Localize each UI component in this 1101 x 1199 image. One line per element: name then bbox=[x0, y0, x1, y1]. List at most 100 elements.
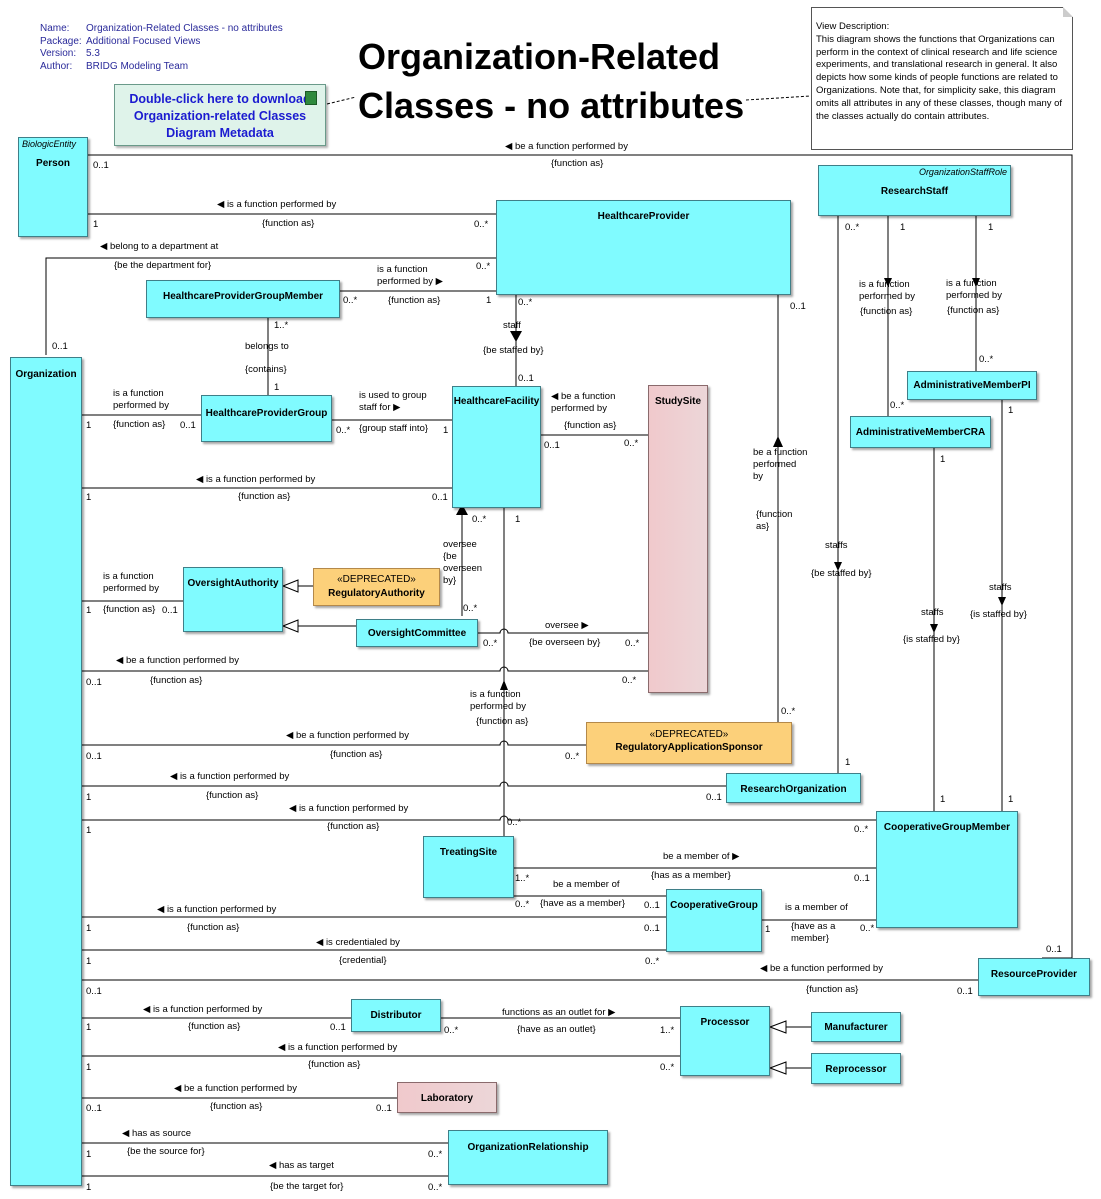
class-distributor[interactable]: Distributor bbox=[351, 999, 441, 1032]
class-hcp-group-member[interactable]: HealthcareProviderGroupMember bbox=[146, 280, 340, 318]
multiplicity: 1 bbox=[86, 923, 92, 934]
organization-name: Organization bbox=[15, 369, 77, 380]
class-healthcare-provider[interactable]: HealthcareProvider bbox=[496, 200, 791, 295]
assoc-label: is used to group staff for ▶ bbox=[359, 390, 427, 413]
class-healthcare-facility[interactable]: HealthcareFacility bbox=[452, 386, 541, 508]
multiplicity: 1 bbox=[940, 454, 946, 465]
version-value: 5.3 bbox=[86, 48, 100, 59]
assoc-label: ◀ be a function performed by bbox=[760, 963, 883, 974]
assoc-role: {have as an outlet} bbox=[517, 1024, 596, 1035]
download-line-1: Double-click here to download bbox=[129, 92, 311, 106]
laboratory-name: Laboratory bbox=[420, 1093, 474, 1104]
multiplicity: 0..* bbox=[625, 638, 640, 649]
class-organization[interactable]: Organization bbox=[10, 357, 82, 1186]
multiplicity: 0..* bbox=[507, 817, 522, 828]
assoc-label: staffs bbox=[921, 607, 944, 618]
class-resource-provider[interactable]: ResourceProvider bbox=[978, 958, 1090, 996]
multiplicity: 0..* bbox=[622, 675, 637, 686]
multiplicity: 0..* bbox=[854, 824, 869, 835]
hcp-group-member-name: HealthcareProviderGroupMember bbox=[162, 291, 324, 302]
class-coop-group[interactable]: CooperativeGroup bbox=[666, 889, 762, 952]
regulatory-authority-name: RegulatoryAuthority bbox=[328, 588, 425, 599]
assoc-role: {function as} bbox=[206, 790, 259, 801]
class-research-staff[interactable]: OrganizationStaffRole ResearchStaff bbox=[818, 165, 1011, 216]
assoc-label: ◀ is a function performed by bbox=[157, 904, 277, 915]
assoc-role: {be the source for} bbox=[127, 1146, 205, 1157]
name-key: Name: bbox=[40, 23, 70, 34]
class-reprocessor[interactable]: Reprocessor bbox=[811, 1053, 901, 1084]
assoc-label: ◀ is a function performed by bbox=[278, 1042, 398, 1053]
multiplicity: 0..* bbox=[476, 261, 491, 272]
class-manufacturer[interactable]: Manufacturer bbox=[811, 1012, 901, 1042]
multiplicity: 0..1 bbox=[432, 492, 448, 503]
assoc-role: {function as} bbox=[551, 158, 604, 169]
multiplicity: 0..1 bbox=[93, 160, 109, 171]
assoc-label: oversee ▶ bbox=[545, 620, 589, 631]
reprocessor-name: Reprocessor bbox=[825, 1064, 887, 1075]
person-name: Person bbox=[36, 158, 70, 169]
class-hcp-group[interactable]: HealthcareProviderGroup bbox=[201, 395, 332, 442]
multiplicity: 1 bbox=[86, 956, 92, 967]
class-research-organization[interactable]: ResearchOrganization bbox=[726, 773, 861, 803]
admin-member-cra-name: AdministrativeMemberCRA bbox=[855, 427, 986, 438]
class-laboratory[interactable]: Laboratory bbox=[397, 1082, 497, 1113]
class-reg-app-sponsor[interactable]: «DEPRECATED» RegulatoryApplicationSponso… bbox=[586, 722, 792, 764]
coop-group-member-name: CooperativeGroupMember bbox=[883, 822, 1011, 833]
download-metadata-link[interactable]: Double-click here to download Organizati… bbox=[114, 84, 326, 146]
assoc-role: {be staffed by} bbox=[811, 568, 872, 579]
spreadsheet-icon bbox=[305, 91, 317, 105]
multiplicity: 0..* bbox=[518, 297, 533, 308]
multiplicity: 1 bbox=[988, 222, 994, 233]
coop-group-name: CooperativeGroup bbox=[670, 900, 758, 911]
class-coop-group-member[interactable]: CooperativeGroupMember bbox=[876, 811, 1018, 928]
multiplicity: 0..1 bbox=[854, 873, 870, 884]
multiplicity: 0..1 bbox=[52, 341, 68, 352]
version-key: Version: bbox=[40, 48, 77, 59]
assoc-role: {function as} bbox=[113, 419, 166, 430]
class-admin-member-cra[interactable]: AdministrativeMemberCRA bbox=[850, 416, 991, 448]
class-admin-member-pi[interactable]: AdministrativeMemberPI bbox=[907, 371, 1037, 400]
assoc-role: {function as} bbox=[262, 218, 315, 229]
healthcare-provider-name: HealthcareProvider bbox=[597, 211, 690, 222]
multiplicity: 1 bbox=[765, 924, 771, 935]
assoc-role: {contains} bbox=[245, 364, 287, 375]
multiplicity: 1 bbox=[86, 1062, 92, 1073]
research-staff-name: ResearchStaff bbox=[880, 186, 949, 197]
multiplicity: 0..* bbox=[444, 1025, 459, 1036]
class-treating-site[interactable]: TreatingSite bbox=[423, 836, 514, 898]
assoc-role: {have as a member} bbox=[791, 921, 836, 944]
multiplicity: 0..* bbox=[463, 603, 478, 614]
multiplicity: 0..1 bbox=[86, 1103, 102, 1114]
assoc-role: {function as} bbox=[103, 604, 156, 615]
multiplicity: 0..* bbox=[343, 295, 358, 306]
assoc-label: is a function performed by bbox=[470, 689, 526, 712]
class-oversight-committee[interactable]: OversightCommittee bbox=[356, 619, 478, 647]
note-body: This diagram shows the functions that Or… bbox=[816, 33, 1063, 122]
multiplicity: 1 bbox=[86, 1149, 92, 1160]
class-processor[interactable]: Processor bbox=[680, 1006, 770, 1076]
healthcare-facility-name: HealthcareFacility bbox=[453, 396, 540, 407]
multiplicity: 0..* bbox=[472, 514, 487, 525]
distributor-name: Distributor bbox=[370, 1010, 422, 1021]
multiplicity: 1 bbox=[486, 295, 492, 306]
assoc-label: is a function performed by bbox=[946, 278, 1002, 301]
class-regulatory-authority[interactable]: «DEPRECATED» RegulatoryAuthority bbox=[313, 568, 440, 606]
person-stereotype: BiologicEntity bbox=[22, 139, 77, 149]
class-oversight-authority[interactable]: OversightAuthority bbox=[183, 567, 283, 632]
class-org-relationship[interactable]: OrganizationRelationship bbox=[448, 1130, 608, 1185]
multiplicity: 0..* bbox=[860, 923, 875, 934]
assoc-label: ◀ be a function performed by bbox=[505, 141, 628, 152]
assoc-role: {function as} bbox=[806, 984, 859, 995]
class-person[interactable]: BiologicEntity Person bbox=[18, 137, 88, 237]
assoc-role: {function as} bbox=[756, 509, 793, 532]
assoc-label: ◀ be a function performed by bbox=[174, 1083, 297, 1094]
class-study-site[interactable]: StudySite bbox=[648, 385, 708, 693]
diagram-title: Organization-Related Classes - no attrib… bbox=[358, 32, 744, 130]
reg-app-sponsor-stereotype: «DEPRECATED» bbox=[649, 729, 729, 740]
assoc-label: belongs to bbox=[245, 341, 289, 352]
multiplicity: 0..1 bbox=[330, 1022, 346, 1033]
diagram-properties: Name:Organization-Related Classes - no a… bbox=[40, 23, 283, 73]
multiplicity: 1 bbox=[86, 792, 92, 803]
